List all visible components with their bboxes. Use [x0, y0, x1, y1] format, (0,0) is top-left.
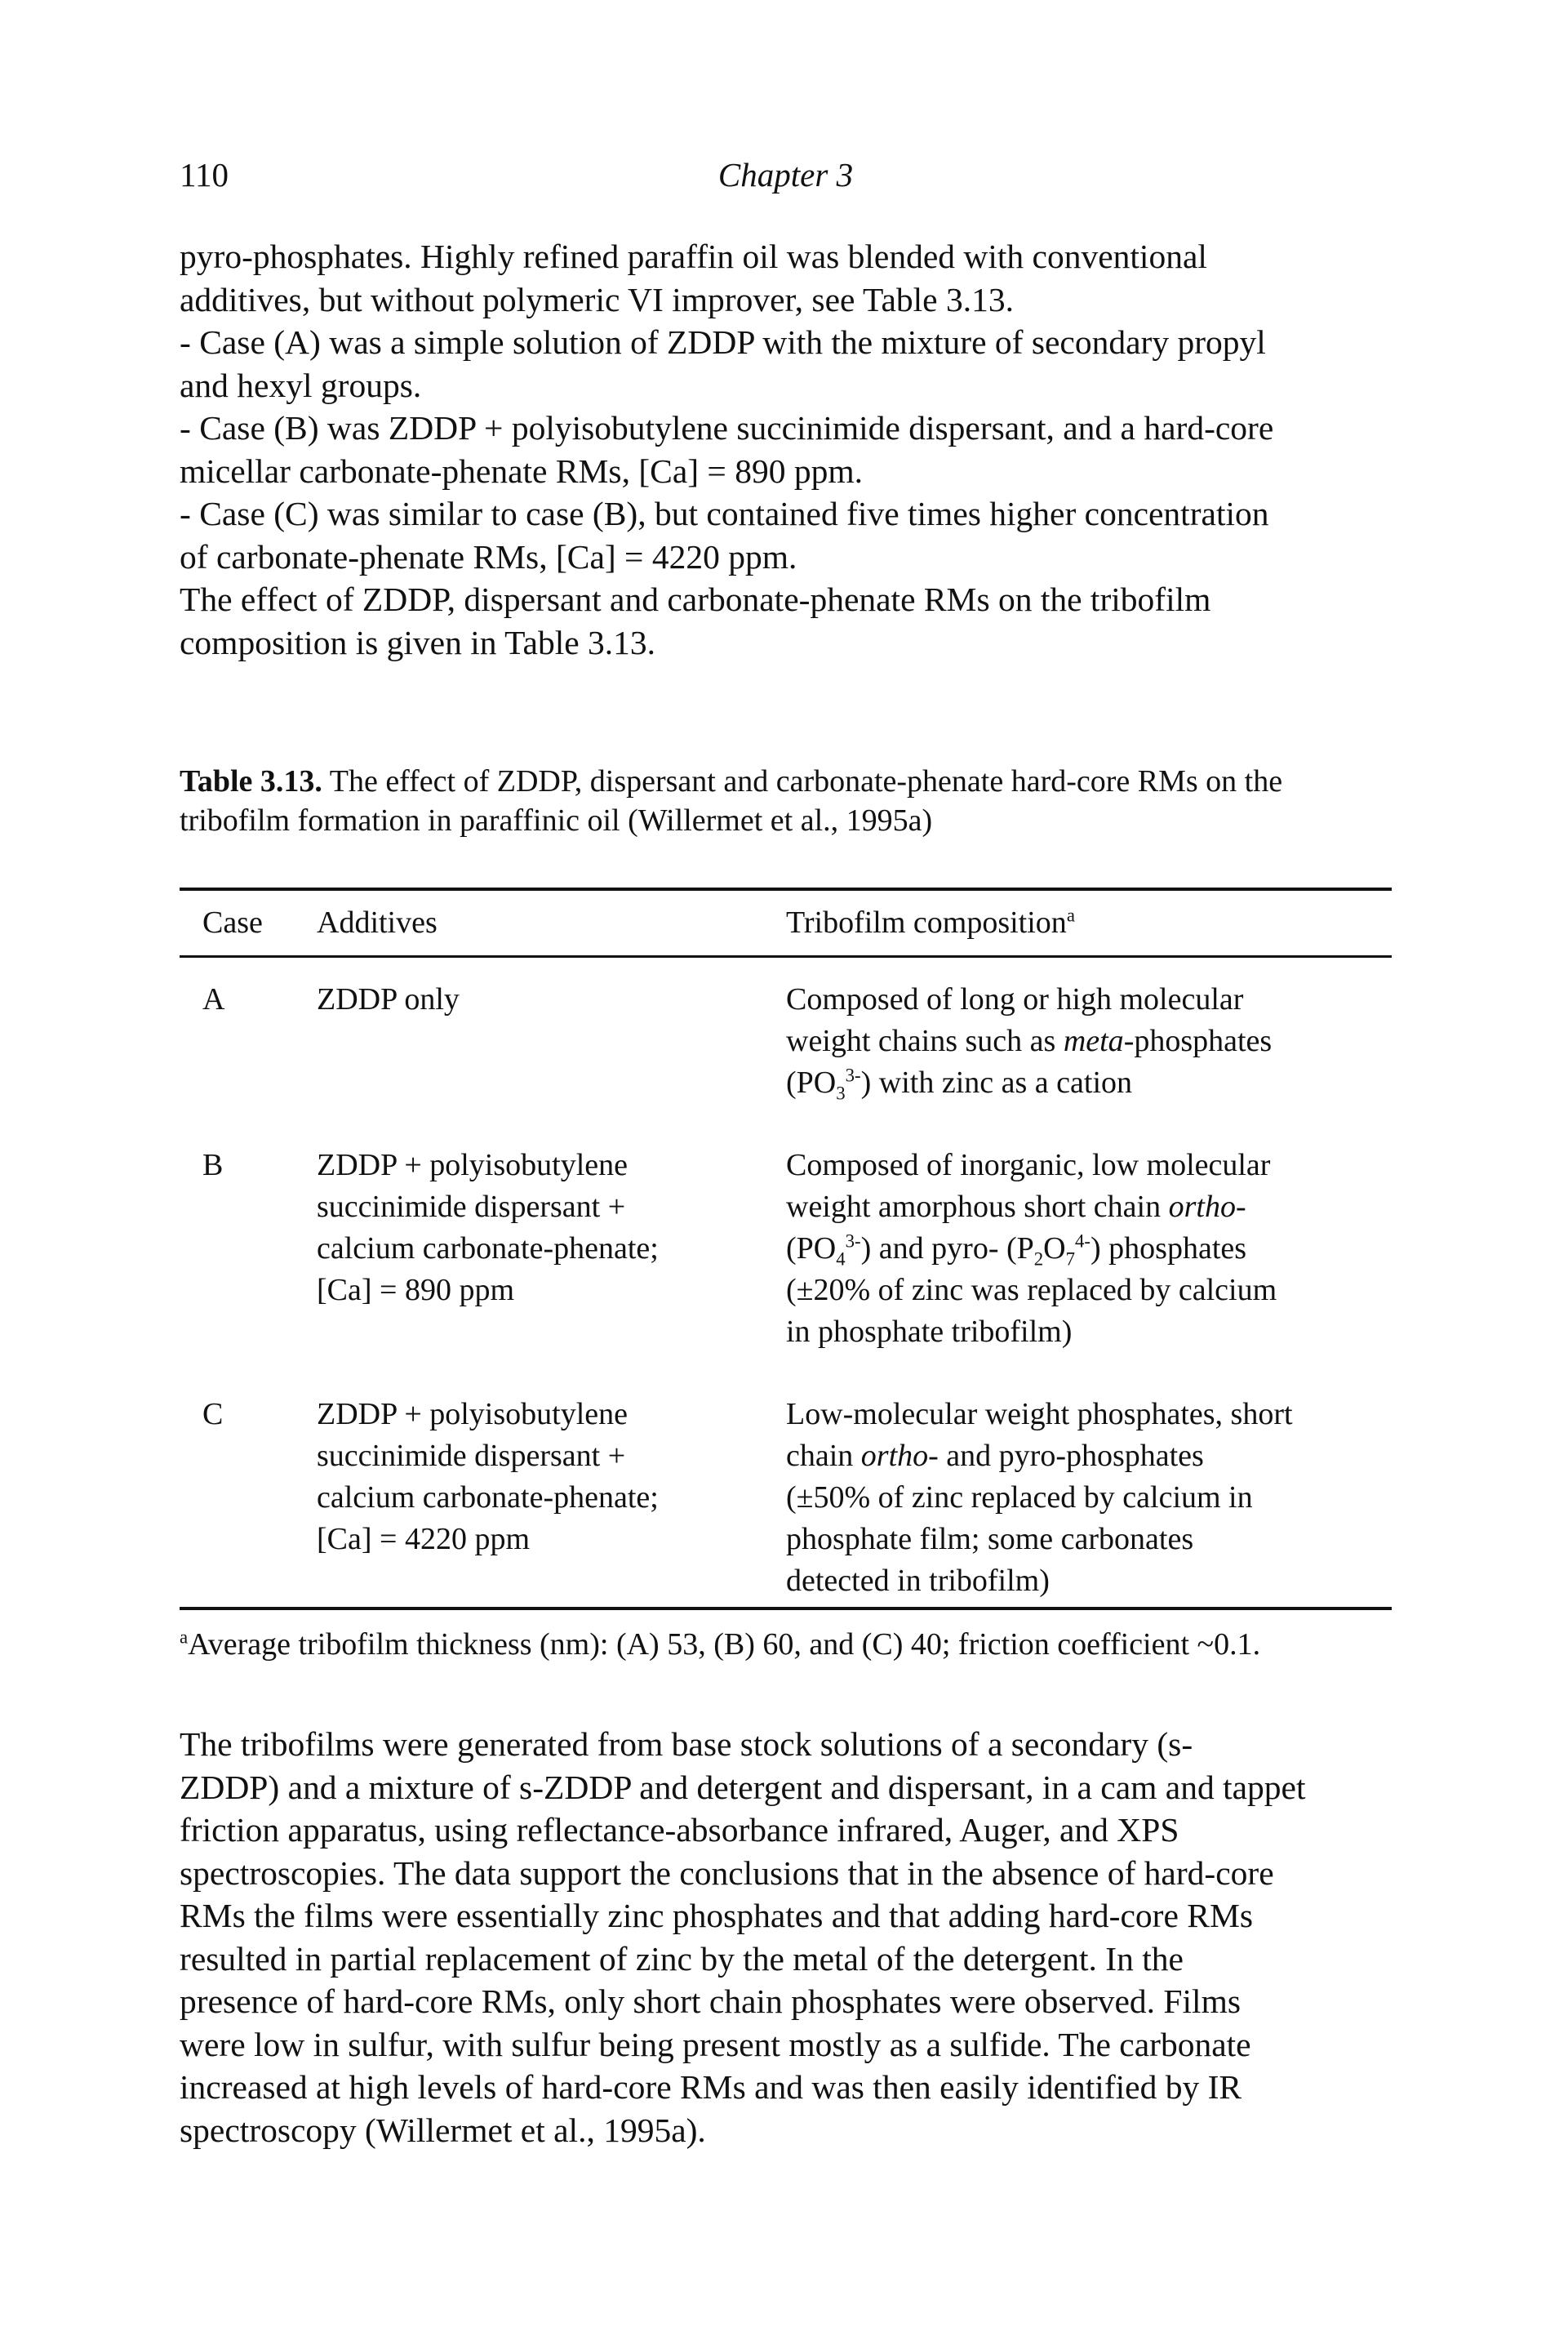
tribofilm-table: Case Additives Tribofilm compositiona A …	[180, 888, 1392, 1610]
text-line: increased at high levels of hard-core RM…	[180, 2068, 1242, 2106]
table-footnote: aAverage tribofilm thickness (nm): (A) 5…	[180, 1625, 1392, 1664]
cell-case: B	[202, 1148, 224, 1182]
text-line: friction apparatus, using reflectance-ab…	[180, 1811, 1179, 1849]
footnote-mark: a	[180, 1626, 189, 1648]
text-line: resulted in partial replacement of zinc …	[180, 1939, 1184, 1978]
cell-case: A	[202, 982, 225, 1017]
table-caption-text: tribofilm formation in paraffinic oil (W…	[180, 803, 933, 838]
text-line: presence of hard-core RMs, only short ch…	[180, 1982, 1241, 2020]
table-caption-text: The effect of ZDDP, dispersant and carbo…	[322, 764, 1283, 799]
intro-paragraph: pyro-phosphates. Highly refined paraffin…	[180, 235, 1392, 664]
case-a-line: - Case (A) was a simple solution of ZDDP…	[180, 323, 1266, 361]
case-c-line: of carbonate-phenate RMs, [Ca] = 4220 pp…	[180, 537, 797, 576]
table-caption: Table 3.13. The effect of ZDDP, dispersa…	[180, 762, 1392, 840]
table-caption-label: Table 3.13.	[180, 764, 322, 799]
column-header-additives: Additives	[317, 905, 438, 940]
text-line: RMs the films were essentially zinc phos…	[180, 1897, 1254, 1934]
closing-paragraph: The tribofilms were generated from base …	[180, 1723, 1392, 2151]
table-row: A ZDDP only Composed of long or high mol…	[180, 956, 1392, 1128]
text-line: additives, but without polymeric VI impr…	[180, 280, 1014, 318]
table-row: C ZDDP + polyisobutylene succinimide dis…	[180, 1376, 1392, 1608]
text-line: The effect of ZDDP, dispersant and carbo…	[180, 581, 1211, 618]
column-header-composition: Tribofilm compositiona	[786, 905, 1075, 940]
case-b-line: - Case (B) was ZDDP + polyisobutylene su…	[180, 409, 1274, 447]
case-b-line: micellar carbonate-phenate RMs, [Ca] = 8…	[180, 452, 863, 490]
text-line: spectroscopy (Willermet et al., 1995a).	[180, 2111, 706, 2149]
footnote-mark: a	[1066, 905, 1075, 926]
page-header: 110 Chapter 3	[180, 155, 1392, 204]
cell-additives: ZDDP only	[317, 982, 460, 1017]
text-line: spectroscopies. The data support the con…	[180, 1853, 1274, 1892]
cell-composition: Low-molecular weight phosphates, short c…	[786, 1397, 1293, 1598]
page-number: 110	[180, 156, 229, 194]
text-line: ZDDP) and a mixture of s-ZDDP and deterg…	[180, 1768, 1306, 1806]
cell-additives: ZDDP + polyisobutylene succinimide dispe…	[317, 1148, 659, 1307]
footnote-text: Average tribofilm thickness (nm): (A) 53…	[188, 1627, 1261, 1662]
table-header-row: Case Additives Tribofilm compositiona	[180, 889, 1392, 957]
case-c-line: - Case (C) was similar to case (B), but …	[180, 495, 1269, 532]
case-a-line: and hexyl groups.	[180, 366, 422, 404]
cell-composition: Composed of inorganic, low molecular wei…	[786, 1148, 1277, 1349]
cell-composition: Composed of long or high molecular weigh…	[786, 982, 1273, 1104]
text-line: were low in sulfur, with sulfur being pr…	[180, 2025, 1251, 2063]
page: 110 Chapter 3 pyro-phosphates. Highly re…	[180, 155, 1392, 2151]
text-line: The tribofilms were generated from base …	[180, 1725, 1193, 1763]
column-header-case: Case	[202, 905, 263, 940]
text-line: composition is given in Table 3.13.	[180, 623, 656, 661]
running-title: Chapter 3	[717, 156, 854, 194]
cell-case: C	[202, 1397, 224, 1431]
text-line: pyro-phosphates. Highly refined paraffin…	[180, 238, 1207, 275]
cell-additives: ZDDP + polyisobutylene succinimide dispe…	[317, 1397, 659, 1556]
table-row: B ZDDP + polyisobutylene succinimide dis…	[180, 1127, 1392, 1376]
